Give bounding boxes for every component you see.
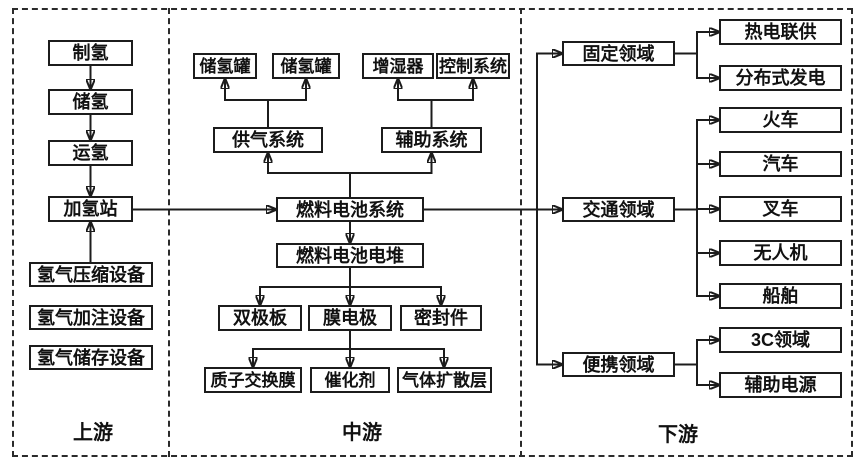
node-control-system: 控制系统: [436, 53, 510, 79]
node-hydrogen-storage: 储氢: [48, 89, 133, 115]
node-portable-field: 便携领域: [562, 352, 675, 377]
node-distributed-generation: 分布式发电: [719, 65, 842, 91]
node-ship: 船舶: [719, 283, 842, 309]
node-hydrogen-transport: 运氢: [48, 140, 133, 166]
node-storage-equipment: 氢气储存设备: [29, 345, 153, 370]
node-transport-field: 交通领域: [562, 197, 675, 222]
node-stationary-field: 固定领域: [562, 41, 675, 66]
node-proton-exchange-membrane: 质子交换膜: [204, 367, 302, 393]
node-drone: 无人机: [719, 240, 842, 266]
node-auxiliary-power: 辅助电源: [719, 372, 842, 398]
divider-midstream-downstream: [520, 8, 522, 457]
label-downstream: 下游: [658, 424, 698, 446]
outer-dashed-frame: [12, 8, 853, 457]
node-auxiliary-system: 辅助系统: [381, 127, 482, 153]
node-fuel-cell-stack: 燃料电池电堆: [276, 243, 424, 268]
node-hydrogen-tank-1: 储氢罐: [193, 53, 257, 79]
node-membrane-electrode: 膜电极: [308, 305, 392, 331]
node-refueling-station: 加氢站: [48, 196, 133, 222]
node-gas-diffusion-layer: 气体扩散层: [397, 367, 492, 393]
node-train: 火车: [719, 107, 842, 133]
label-midstream: 中游: [342, 422, 382, 444]
node-3c-field: 3C领域: [719, 327, 842, 353]
node-catalyst: 催化剂: [310, 367, 390, 393]
label-upstream: 上游: [73, 422, 113, 444]
node-bipolar-plate: 双极板: [218, 305, 302, 331]
node-compression-equipment: 氢气压缩设备: [29, 262, 153, 287]
node-forklift: 叉车: [719, 196, 842, 222]
node-hydrogen-production: 制氢: [48, 40, 133, 66]
node-chp: 热电联供: [719, 19, 842, 45]
node-automobile: 汽车: [719, 151, 842, 177]
node-fuel-cell-system: 燃料电池系统: [276, 197, 424, 222]
divider-upstream-midstream: [168, 8, 170, 457]
node-filling-equipment: 氢气加注设备: [29, 305, 153, 330]
node-gas-supply-system: 供气系统: [213, 127, 323, 153]
node-hydrogen-tank-2: 储氢罐: [272, 53, 340, 79]
node-seal: 密封件: [400, 305, 482, 331]
node-humidifier: 增湿器: [362, 53, 434, 79]
